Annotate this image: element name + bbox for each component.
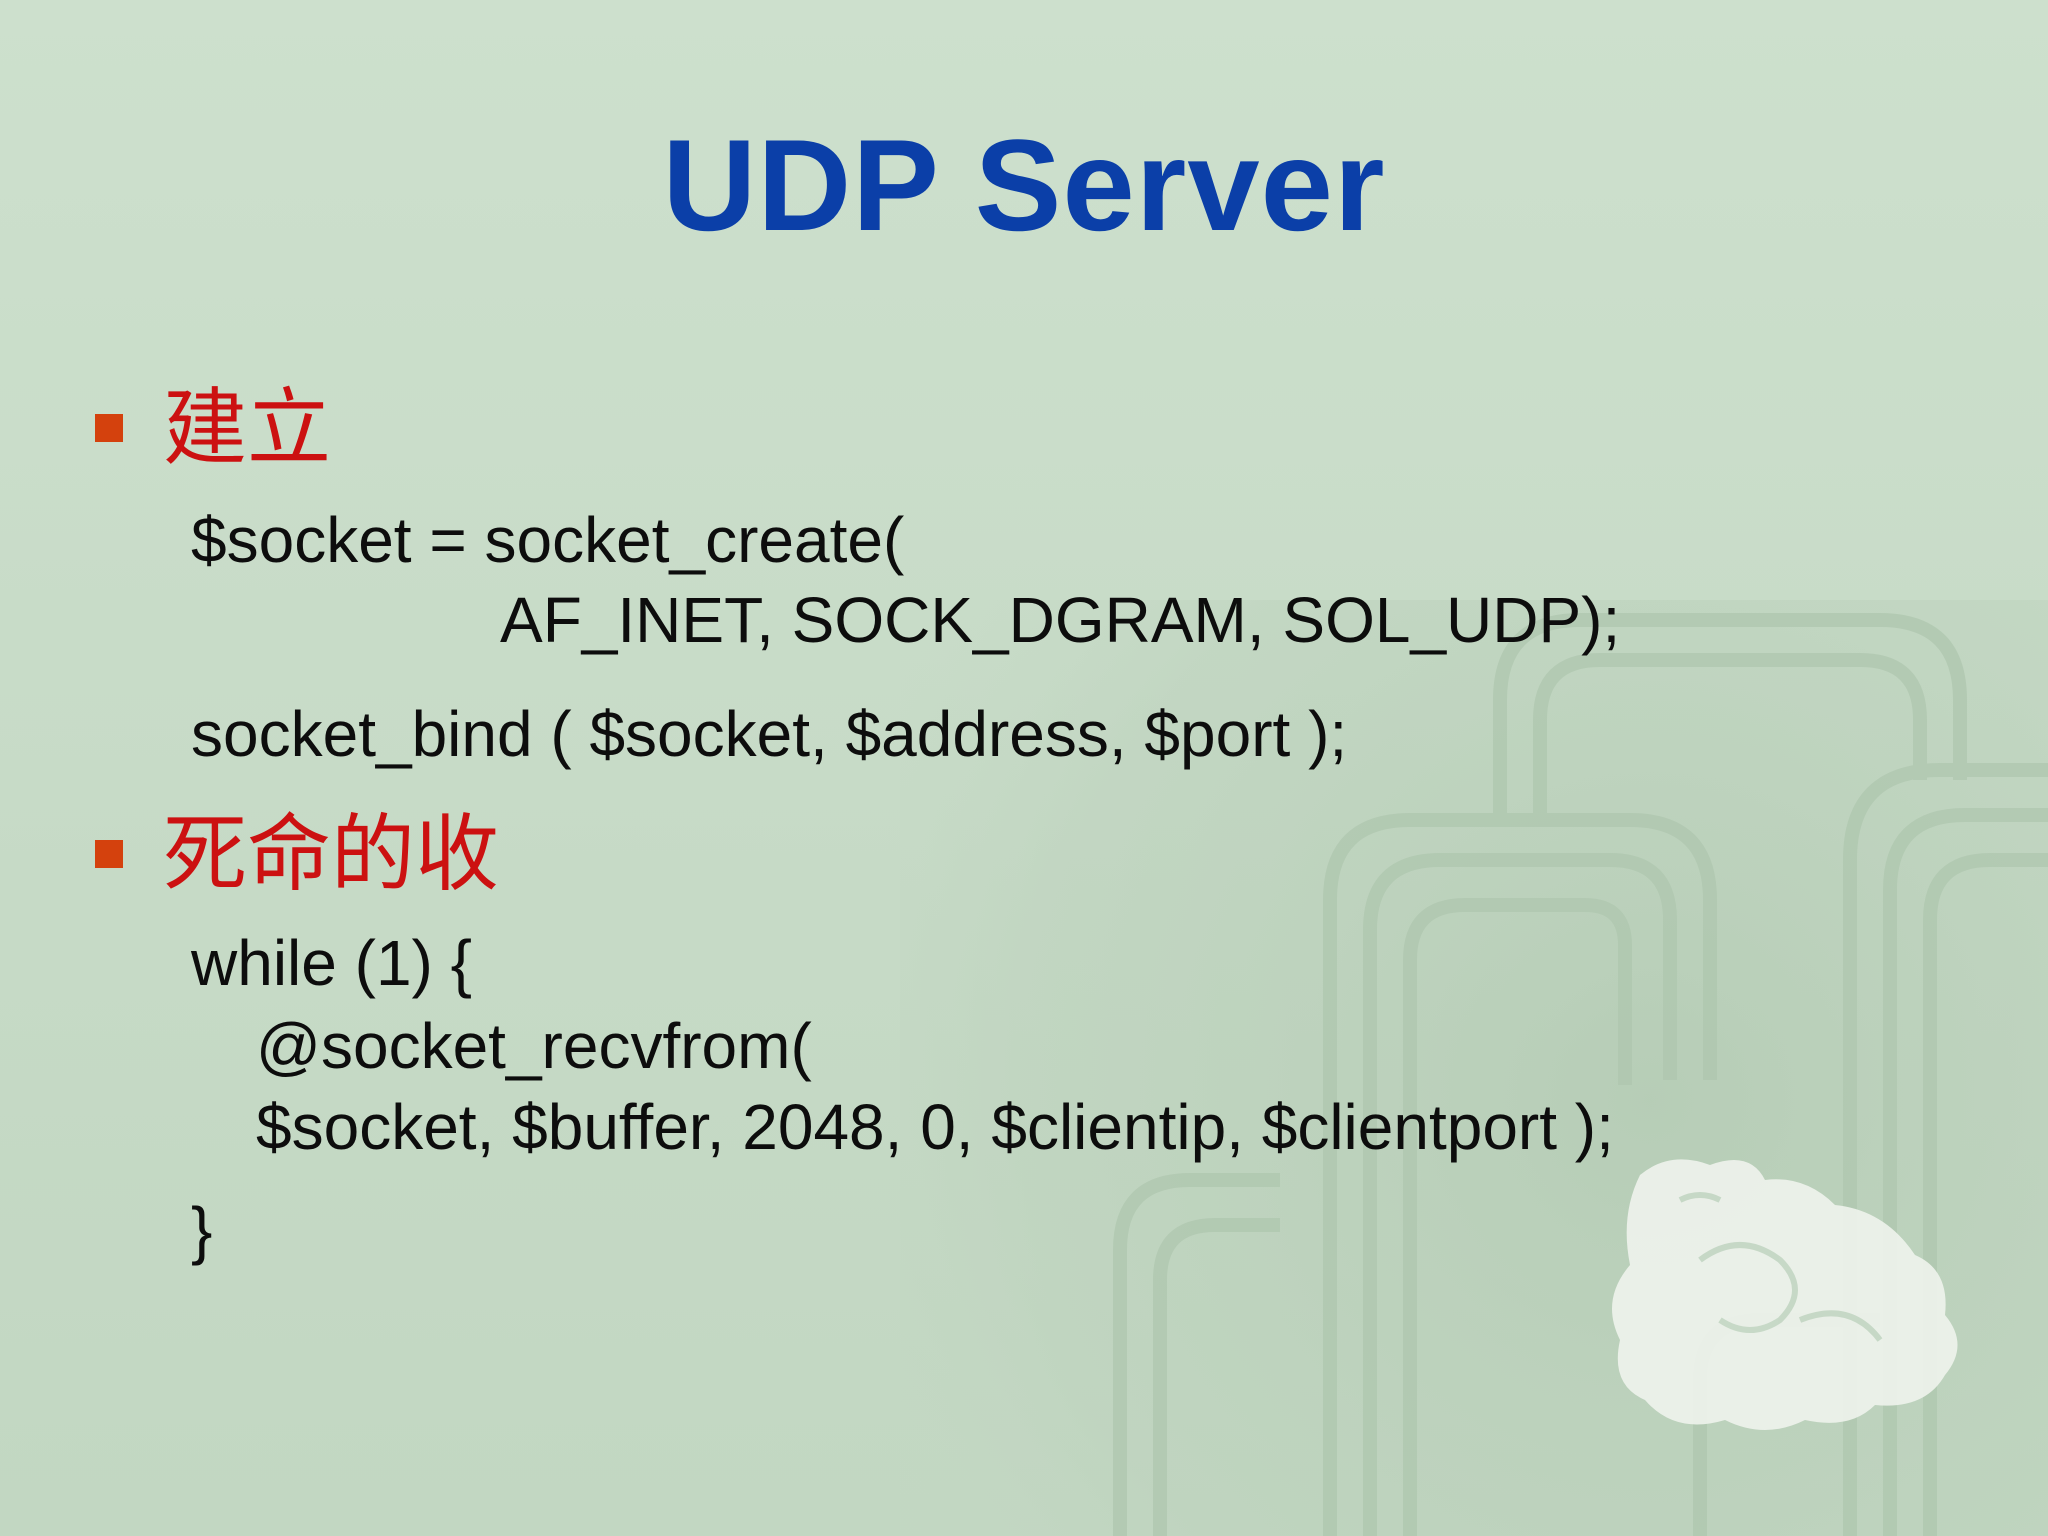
square-bullet-icon <box>95 414 123 442</box>
code-line: @socket_recvfrom( <box>256 1010 812 1082</box>
section-heading-create: 建立 <box>163 379 332 477</box>
code-line: AF_INET, SOCK_DGRAM, SOL_UDP); <box>500 584 1621 656</box>
slide-title: UDP Server <box>662 112 1386 258</box>
code-line: $socket = socket_create( <box>191 504 905 576</box>
code-line: } <box>191 1194 213 1266</box>
square-bullet-icon <box>95 840 123 868</box>
code-line: while (1) { <box>191 927 472 999</box>
code-line: $socket, $buffer, 2048, 0, $clientip, $c… <box>256 1091 1614 1163</box>
jade-dragon-ornament <box>1612 1159 1958 1430</box>
section-heading-receive: 死命的收 <box>163 805 500 903</box>
code-line: socket_bind ( $socket, $address, $port )… <box>191 698 1348 770</box>
